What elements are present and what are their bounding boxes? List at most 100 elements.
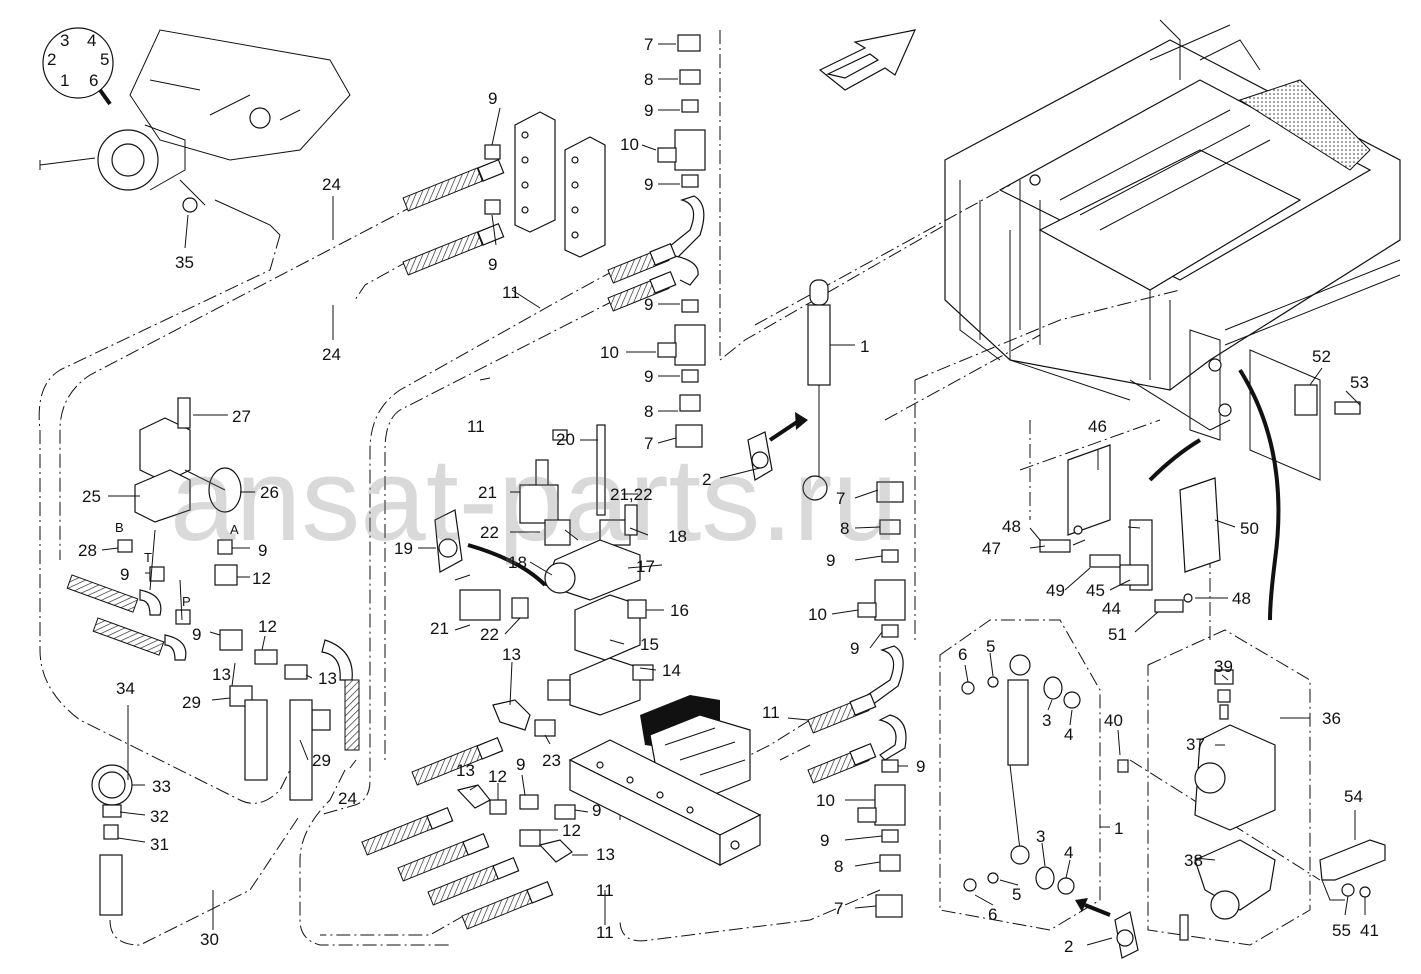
callout-9: 9 xyxy=(916,757,925,776)
callout-4: 4 xyxy=(1064,725,1073,744)
dial-number-3: 3 xyxy=(60,31,69,50)
callout-10: 10 xyxy=(808,605,827,624)
callout-6: 6 xyxy=(988,905,997,924)
callout-7: 7 xyxy=(836,489,845,508)
callout-25: 25 xyxy=(82,487,101,506)
callout-12: 12 xyxy=(252,569,271,588)
callout-45: 45 xyxy=(1086,581,1105,600)
bracket-lower xyxy=(1075,898,1139,959)
callout-1: 1 xyxy=(860,337,869,356)
callout-21: 21 xyxy=(430,619,449,638)
switch-assembly xyxy=(1039,368,1361,621)
callout-41: 41 xyxy=(1360,921,1379,940)
callout-28: 28 xyxy=(78,541,97,560)
callout-18: 18 xyxy=(508,553,527,572)
callout-11: 11 xyxy=(762,703,780,722)
callout-21: 21 xyxy=(478,483,497,502)
callout-8: 8 xyxy=(834,857,843,876)
callout-9: 9 xyxy=(258,541,267,560)
callout-11: 11 xyxy=(467,417,485,436)
callout-24: 24 xyxy=(322,175,341,194)
pressure-gauge xyxy=(91,764,133,916)
callout-5: 5 xyxy=(986,637,995,656)
callout-13: 13 xyxy=(456,761,475,780)
callout-13: 13 xyxy=(502,645,521,664)
callout-6: 6 xyxy=(958,645,967,664)
callout-52: 52 xyxy=(1312,347,1331,366)
callout-4: 4 xyxy=(1064,843,1073,862)
callout-50: 50 xyxy=(1240,519,1259,538)
callout-24: 24 xyxy=(322,345,341,364)
callout-9: 9 xyxy=(516,755,525,774)
callout-2: 2 xyxy=(1064,937,1073,956)
callout-49: 49 xyxy=(1046,581,1065,600)
callout-1: 1 xyxy=(1114,819,1123,838)
position-dial: 3 4 2 5 1 6 xyxy=(42,27,114,106)
callout-53: 53 xyxy=(1350,373,1369,392)
callout-7: 7 xyxy=(834,899,843,918)
callout-9: 9 xyxy=(488,255,497,274)
port-letter-t: T xyxy=(144,550,152,565)
dial-number-4: 4 xyxy=(87,31,96,50)
callout-51: 51 xyxy=(1108,625,1127,644)
callout-22: 22 xyxy=(480,523,499,542)
callout-11: 11 xyxy=(502,283,520,302)
dial-number-5: 5 xyxy=(100,50,109,69)
callout-29: 29 xyxy=(312,751,331,770)
mounting-bracket-54 xyxy=(1319,839,1386,901)
callout-46: 46 xyxy=(1088,417,1107,436)
callout-7: 7 xyxy=(644,434,653,453)
callout-9: 9 xyxy=(850,639,859,658)
callout-11: 11 xyxy=(596,881,614,900)
dial-number-1: 1 xyxy=(60,71,69,90)
callout-9: 9 xyxy=(644,295,653,314)
callout-12: 12 xyxy=(488,767,507,786)
callout-17: 17 xyxy=(636,557,655,576)
callout-7: 7 xyxy=(644,35,653,54)
hoses xyxy=(66,158,877,930)
callout-13: 13 xyxy=(596,845,615,864)
callout-48: 48 xyxy=(1002,517,1021,536)
callout-14: 14 xyxy=(662,661,681,680)
callout-15: 15 xyxy=(640,635,659,654)
callout-30: 30 xyxy=(200,930,219,949)
callout-10: 10 xyxy=(620,135,639,154)
callout-31: 31 xyxy=(150,835,169,854)
callout-24: 24 xyxy=(338,789,357,808)
callout-54: 54 xyxy=(1344,787,1363,806)
callout-47: 47 xyxy=(982,539,1001,558)
callout-12: 12 xyxy=(258,617,277,636)
dial-number-2: 2 xyxy=(47,50,56,69)
port-letter-a: A xyxy=(230,522,239,537)
callout-20: 20 xyxy=(556,430,575,449)
callout-32: 32 xyxy=(150,807,169,826)
callout-9: 9 xyxy=(192,625,201,644)
dial-number-6: 6 xyxy=(89,71,98,90)
callout-8: 8 xyxy=(644,402,653,421)
callout-36: 36 xyxy=(1322,709,1341,728)
watermark: ansat-parts.ru xyxy=(170,434,898,566)
callout-12: 12 xyxy=(562,821,581,840)
callout-40: 40 xyxy=(1104,711,1123,730)
callout-34: 34 xyxy=(116,679,135,698)
callout-2: 2 xyxy=(702,470,711,489)
callout-21-22: 21,22 xyxy=(610,485,653,504)
callout-9: 9 xyxy=(488,89,497,108)
callout-26: 26 xyxy=(260,483,279,502)
callout-3: 3 xyxy=(1036,827,1045,846)
fitting-stack-top xyxy=(657,34,706,448)
fitting-stack-low xyxy=(857,714,907,918)
callout-5: 5 xyxy=(1012,885,1021,904)
machine-frame xyxy=(944,19,1401,481)
callouts: 7 8 9 10 9 9 9 11 9 10 9 8 7 1 2 24 35 2… xyxy=(78,35,1379,956)
callout-9: 9 xyxy=(644,367,653,386)
callout-18: 18 xyxy=(668,527,687,546)
callout-22: 22 xyxy=(480,625,499,644)
callout-33: 33 xyxy=(152,777,171,796)
callout-9: 9 xyxy=(644,175,653,194)
callout-9: 9 xyxy=(826,551,835,570)
leader-lines xyxy=(101,43,1366,946)
valve-assembly xyxy=(434,424,654,716)
callout-8: 8 xyxy=(840,519,849,538)
